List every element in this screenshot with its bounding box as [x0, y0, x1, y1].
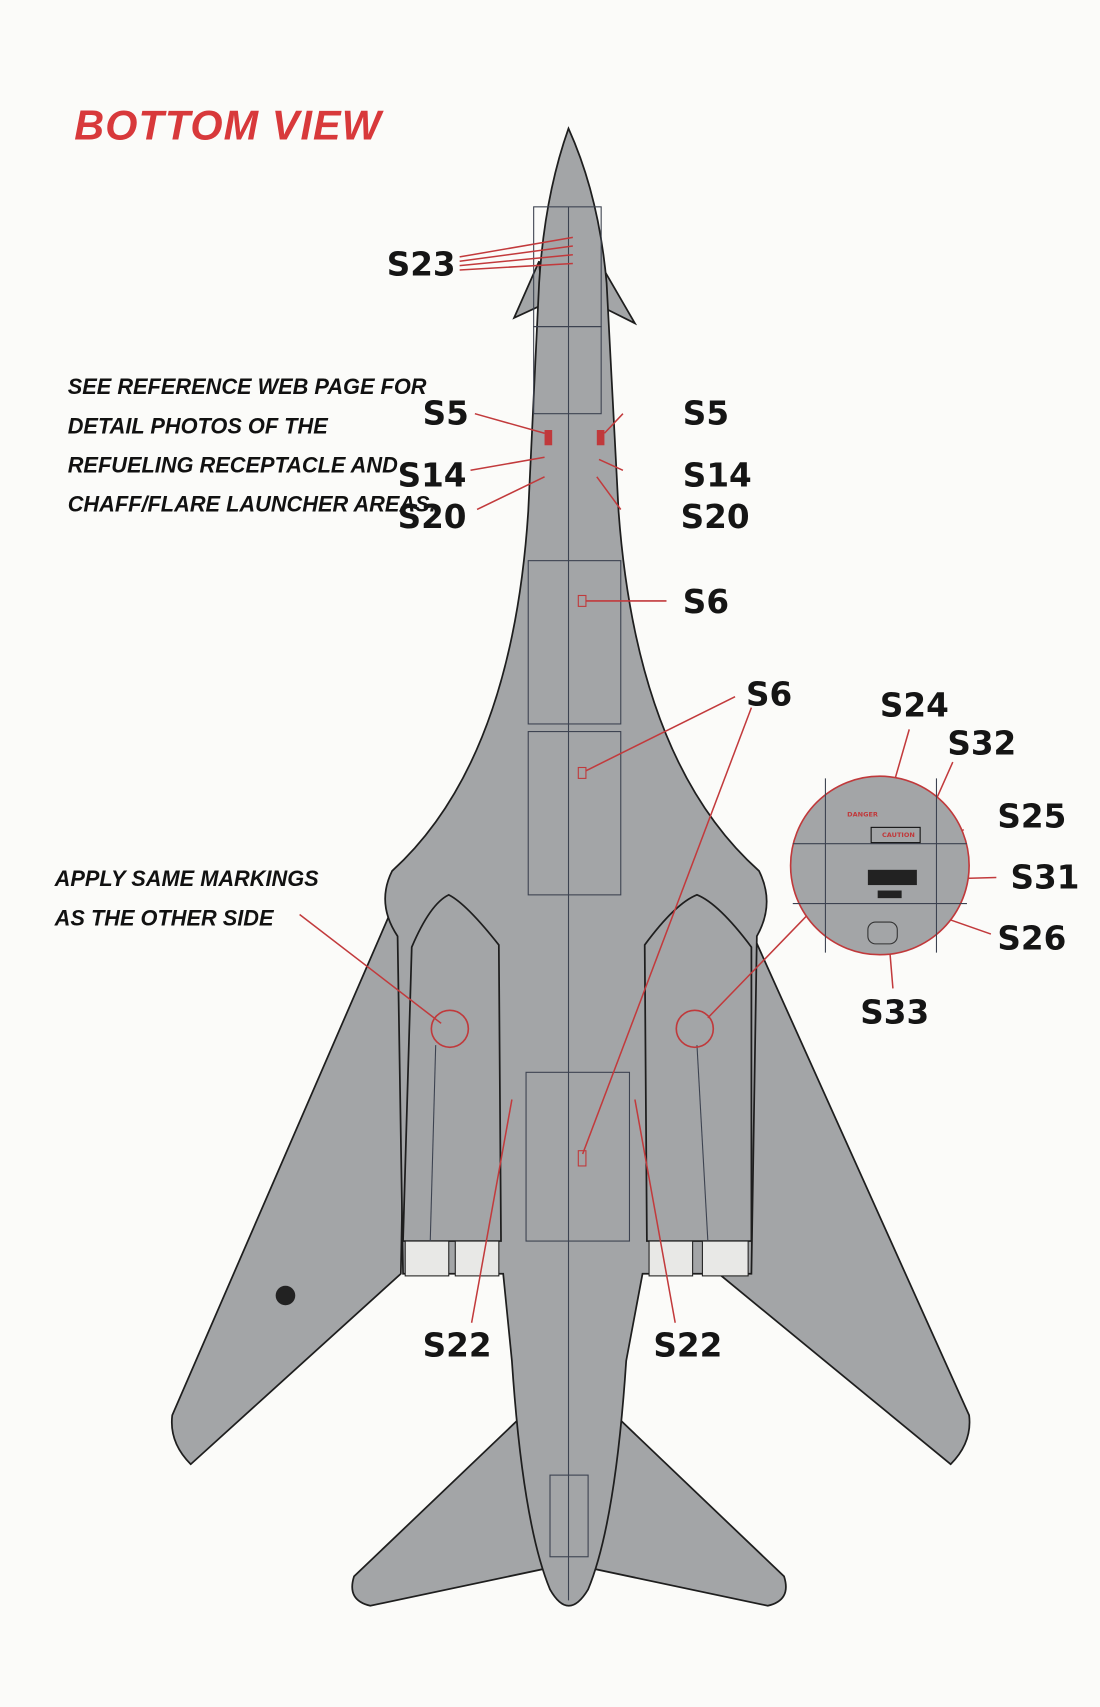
right-exhaust-outer — [701, 1240, 749, 1277]
weapons-bay-door-fwd — [527, 560, 622, 725]
callout-s23: S23 — [387, 245, 456, 283]
callout-s33: S33 — [860, 993, 929, 1031]
left-marking-circle — [430, 1009, 470, 1049]
left-exhaust-outer — [454, 1240, 500, 1277]
left-exhaust-inner — [404, 1240, 450, 1277]
fuselage — [384, 126, 768, 1607]
callout-s14-left: S14 — [398, 457, 467, 495]
decal-s5-right — [596, 430, 605, 446]
callout-s32: S32 — [947, 724, 1016, 762]
right-exhaust-inner — [648, 1240, 694, 1277]
callout-s5-right: S5 — [683, 395, 729, 433]
callout-s6-lower: S6 — [746, 675, 792, 713]
callout-s25: S25 — [997, 797, 1066, 835]
note-line: SEE REFERENCE WEB PAGE FOR — [68, 374, 427, 399]
left-engine-nacelle — [402, 893, 502, 1242]
weapons-bay-door-mid — [527, 731, 622, 896]
caution-placard: CAUTION — [882, 831, 915, 839]
danger-placard: DANGER — [847, 810, 878, 818]
reference-note: SEE REFERENCE WEB PAGE FOR DETAIL PHOTOS… — [68, 374, 436, 517]
note-line: DETAIL PHOTOS OF THE — [68, 413, 329, 438]
note-line: CHAFF/FLARE LAUNCHER AREAS. — [68, 492, 436, 517]
page-title: BOTTOM VIEW — [74, 102, 383, 148]
callout-s22-left: S22 — [423, 1326, 492, 1364]
callout-s22-right: S22 — [653, 1326, 722, 1364]
decal-s6-lower — [577, 766, 587, 779]
weapons-bay-door-aft — [525, 1071, 631, 1242]
callout-s20-right: S20 — [681, 498, 750, 536]
callout-s20-left: S20 — [398, 498, 467, 536]
right-wing — [717, 870, 971, 1466]
note-line: REFUELING RECEPTACLE AND — [68, 452, 398, 477]
right-marking-circle — [675, 1009, 715, 1049]
callout-labels: S23 S5 S5 S14 S14 S20 S20 S6 S6 S24 S32 … — [387, 245, 1080, 1364]
left-stabilizer — [351, 1413, 552, 1607]
callout-s31: S31 — [1010, 858, 1079, 896]
left-wing — [170, 870, 410, 1466]
detail-magnifier: DANGER CAUTION — [789, 775, 970, 956]
callout-s26: S26 — [997, 919, 1066, 957]
national-insignia — [275, 1285, 296, 1306]
callout-s6-upper: S6 — [683, 583, 729, 621]
callout-s5-left: S5 — [423, 395, 469, 433]
note-line: APPLY SAME MARKINGS — [54, 866, 320, 891]
decal-s6-aft — [577, 1150, 587, 1167]
apply-same-note: APPLY SAME MARKINGS AS THE OTHER SIDE — [54, 866, 320, 930]
aircraft — [170, 126, 971, 1607]
decal-s5-left — [544, 430, 553, 446]
callout-s14-right: S14 — [683, 457, 752, 495]
callout-s24: S24 — [880, 686, 949, 724]
note-line: AS THE OTHER SIDE — [54, 905, 275, 930]
right-stabilizer — [587, 1413, 787, 1607]
